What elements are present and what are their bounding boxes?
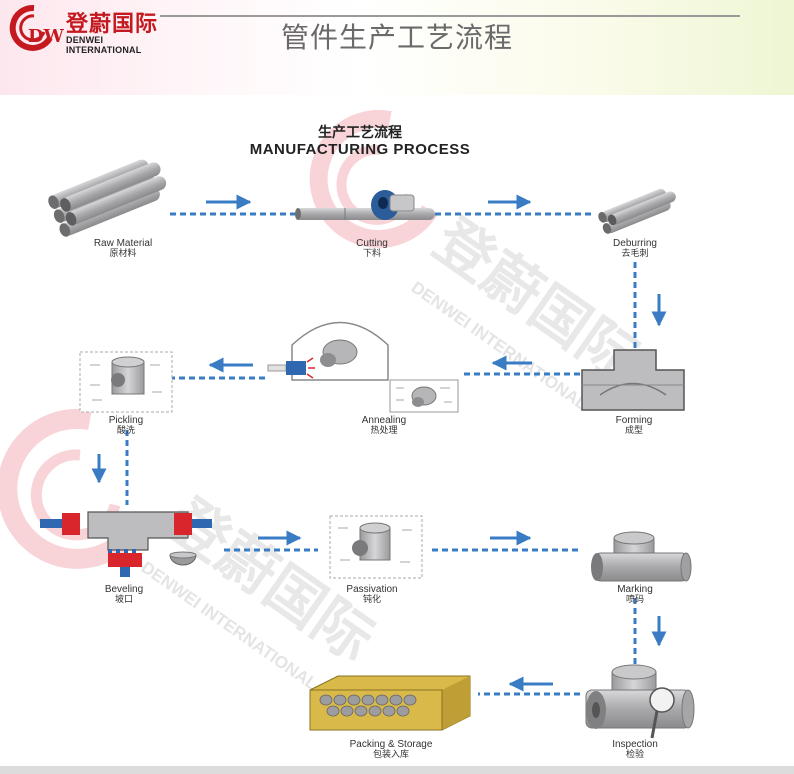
step-label-cn: 坡口 — [114, 595, 134, 605]
page-title: 管件生产工艺流程 — [280, 21, 513, 54]
step-label-cn: 检验 — [625, 750, 644, 760]
step-pickling: Pickling 酸洗 — [109, 415, 143, 437]
footer-bar — [0, 766, 794, 774]
packing-crate-icon — [309, 675, 471, 731]
company-logo[interactable]: DW 登蔚国际 DENWEI INTERNATIONAL — [4, 2, 164, 55]
step-passivation: Passivation 钝化 — [346, 584, 397, 606]
step-marking: Marking 喷码 — [617, 584, 653, 606]
marking-tee-icon — [591, 531, 692, 582]
header-banner: DW 登蔚国际 DENWEI INTERNATIONAL 管件生产工艺流程 — [0, 0, 794, 95]
step-raw-material: Raw Material 原材料 — [94, 238, 152, 260]
step-label-en: Marking — [617, 584, 653, 595]
pickling-tank-icon — [79, 351, 173, 413]
step-label-cn: 成型 — [624, 426, 643, 436]
step-packing-storage: Packing & Storage 包装入库 — [350, 739, 433, 761]
dw-logo-icon: DW — [9, 4, 65, 51]
inspection-tee-icon — [585, 664, 695, 739]
step-deburring: Deburring 去毛刺 — [613, 238, 657, 260]
header-rule — [160, 15, 740, 17]
deburring-pipes-icon — [598, 188, 676, 234]
logo-name-en: DENWEI INTERNATIONAL — [66, 35, 142, 55]
forming-tee-icon — [581, 349, 685, 411]
step-inspection: Inspection 检验 — [612, 739, 658, 761]
step-label-cn: 去毛刺 — [621, 249, 649, 259]
step-label-cn: 热处理 — [370, 426, 398, 436]
step-beveling: Beveling 坡口 — [105, 584, 143, 606]
step-label-cn: 酸洗 — [116, 426, 135, 436]
step-label-en: Packing & Storage — [349, 739, 433, 750]
step-label-en: Passivation — [346, 584, 398, 595]
flow-arrows — [91, 194, 667, 692]
annealing-furnace-icon — [267, 321, 459, 413]
step-label-cn: 原材料 — [109, 249, 137, 259]
step-label-en: Beveling — [104, 584, 144, 595]
step-label-en: Pickling — [108, 415, 144, 426]
step-label-en: Raw Material — [93, 238, 153, 249]
beveling-machine-icon — [40, 511, 212, 577]
flow-lines — [125, 212, 637, 696]
step-label-en: Inspection — [612, 739, 658, 750]
step-label-cn: 下料 — [362, 249, 381, 259]
step-label-en: Deburring — [613, 238, 657, 249]
step-label-cn: 包装入库 — [372, 750, 410, 760]
logo-mark: DW — [28, 26, 64, 47]
diagram-title-en: MANUFACTURING PROCESS — [249, 141, 471, 158]
step-annealing: Annealing 热处理 — [362, 415, 406, 437]
step-label-cn: 喷码 — [625, 595, 645, 605]
step-forming: Forming 成型 — [616, 415, 653, 437]
logo-name-cn: 登蔚国际 — [66, 11, 159, 37]
raw-material-pipes-icon — [48, 159, 167, 237]
step-label-en: Cutting — [356, 238, 388, 249]
cutting-saw-icon — [295, 190, 435, 220]
diagram-title-cn: 生产工艺流程 — [318, 125, 402, 141]
step-label-cn: 钝化 — [362, 595, 382, 605]
passivation-tank-icon — [329, 515, 423, 579]
step-label-en: Forming — [615, 415, 653, 426]
step-cutting: Cutting 下料 — [356, 238, 388, 260]
step-label-en: Annealing — [361, 415, 407, 426]
